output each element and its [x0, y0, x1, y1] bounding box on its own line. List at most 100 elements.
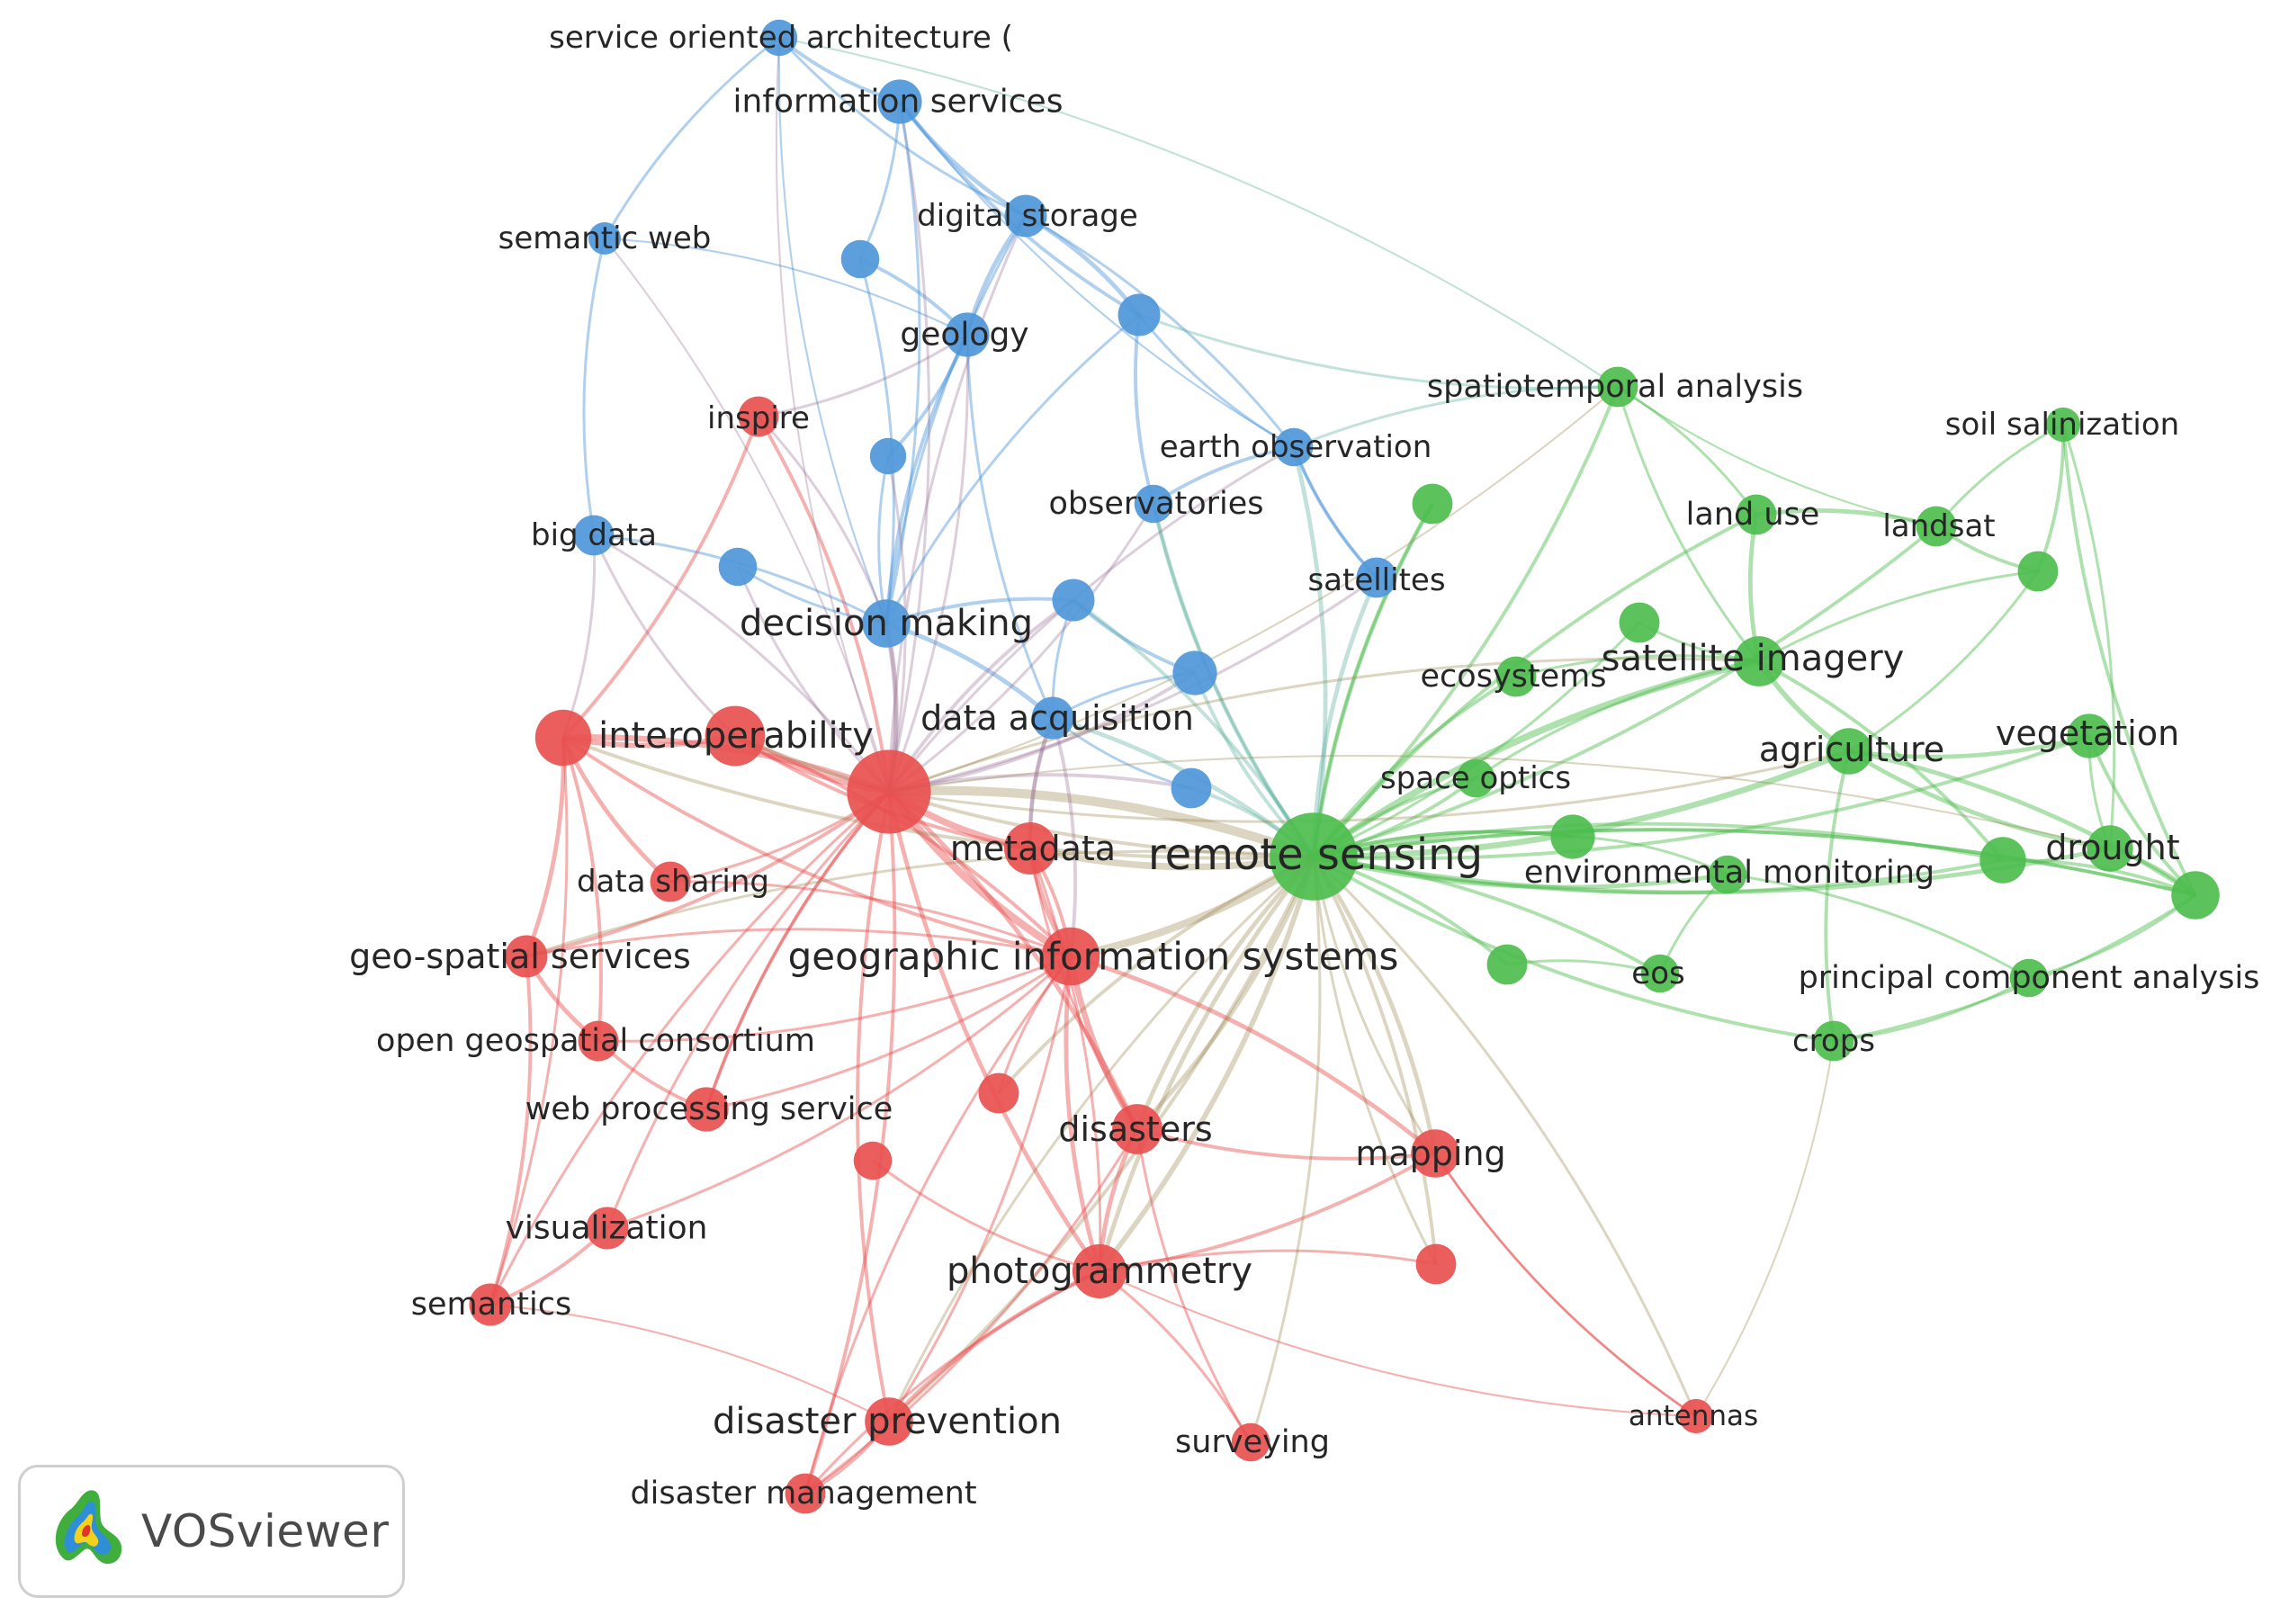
- link: [1099, 1152, 1436, 1273]
- link: [525, 849, 1315, 958]
- node-geo-spatial-services[interactable]: [505, 935, 548, 978]
- node-red-29[interactable]: [853, 1141, 893, 1180]
- node-eos[interactable]: [1640, 954, 1680, 993]
- link: [777, 36, 1027, 218]
- link: [734, 734, 1315, 858]
- label-geographic-information-systems: geographic information systems: [788, 935, 1399, 979]
- node-red-21[interactable]: [847, 749, 931, 834]
- node-red-33[interactable]: [1415, 1243, 1457, 1285]
- link: [1134, 314, 1155, 505]
- node-red-28[interactable]: [978, 1072, 1019, 1114]
- node-surveying[interactable]: [1231, 1422, 1270, 1462]
- link: [997, 855, 1315, 1095]
- node-observatories[interactable]: [1134, 484, 1173, 524]
- node-environmental-monitoring[interactable]: [1708, 855, 1747, 894]
- link: [858, 101, 902, 260]
- node-principal-component-analysis[interactable]: [2009, 958, 2049, 998]
- node-disaster-prevention[interactable]: [865, 1397, 913, 1446]
- label-visualization: visualization: [506, 1210, 708, 1247]
- node-photogrammetry[interactable]: [1072, 1243, 1127, 1299]
- label-drought: drought: [2045, 828, 2179, 867]
- link: [604, 238, 891, 793]
- node-space-optics[interactable]: [1456, 758, 1495, 798]
- label-soil-salinization: soil salinization: [1945, 407, 2179, 443]
- node-mapping[interactable]: [1411, 1129, 1459, 1178]
- node-open-geospatial-consortium[interactable]: [578, 1020, 619, 1062]
- node-semantics[interactable]: [469, 1283, 512, 1326]
- link: [2036, 424, 2066, 572]
- node-land-use[interactable]: [1736, 494, 1777, 535]
- link: [1312, 856, 1438, 1265]
- node-green-58[interactable]: [1486, 944, 1528, 985]
- label-semantic-web: semantic web: [498, 220, 712, 256]
- node-green-45[interactable]: [2017, 551, 2059, 592]
- node-digital-storage[interactable]: [1004, 194, 1047, 238]
- node-data-sharing[interactable]: [650, 861, 691, 902]
- node-blue-17[interactable]: [1171, 767, 1212, 809]
- node-blue-13[interactable]: [1052, 579, 1095, 622]
- node-spatiotemporal-analysis[interactable]: [1597, 366, 1638, 408]
- link: [489, 790, 890, 1305]
- label-observatories: observatories: [1049, 486, 1264, 522]
- node-semantic-web[interactable]: [588, 222, 621, 255]
- node-information-services[interactable]: [877, 79, 922, 124]
- node-green-55[interactable]: [1979, 837, 2026, 884]
- node-inspire[interactable]: [738, 396, 779, 437]
- node-web-processing-service[interactable]: [684, 1087, 729, 1132]
- label-web-processing-service: web processing service: [525, 1091, 893, 1127]
- node-metadata[interactable]: [1004, 822, 1056, 875]
- node-big-data[interactable]: [573, 515, 615, 556]
- link: [669, 880, 1072, 958]
- node-vegetation[interactable]: [2067, 713, 2112, 758]
- node-green-57[interactable]: [2171, 871, 2220, 920]
- link: [1727, 873, 2030, 980]
- node-agriculture[interactable]: [1826, 728, 1872, 775]
- node-blue-7[interactable]: [869, 437, 907, 475]
- node-remote-sensing[interactable]: [1270, 812, 1358, 901]
- link: [489, 1303, 890, 1422]
- node-landsat[interactable]: [1916, 506, 1957, 547]
- node-blue-5[interactable]: [1118, 293, 1161, 336]
- node-earth-observation[interactable]: [1274, 427, 1314, 467]
- node-soil-salinization[interactable]: [2045, 407, 2081, 443]
- node-interoperability[interactable]: [534, 709, 592, 767]
- node-disaster-management[interactable]: [785, 1473, 826, 1514]
- label-metadata: metadata: [950, 829, 1116, 868]
- link: [965, 334, 1055, 719]
- node-blue-11[interactable]: [718, 547, 758, 587]
- node-data-acquisition[interactable]: [1031, 696, 1074, 740]
- node-satellites[interactable]: [1356, 557, 1397, 598]
- node-crops[interactable]: [1813, 1020, 1854, 1062]
- label-antennas: antennas: [1629, 1400, 1758, 1432]
- node-green-46[interactable]: [1619, 602, 1660, 643]
- node-green-42[interactable]: [1412, 483, 1453, 525]
- link: [1072, 598, 1315, 858]
- node-red-20[interactable]: [705, 705, 766, 767]
- node-ecosystems[interactable]: [1495, 656, 1537, 697]
- label-spatiotemporal-analysis: spatiotemporal analysis: [1427, 369, 1803, 405]
- link: [1291, 446, 1328, 857]
- node-green-53[interactable]: [1550, 814, 1595, 859]
- link: [1824, 750, 1851, 1042]
- link: [888, 671, 1197, 794]
- label-crops: crops: [1792, 1023, 1875, 1059]
- node-antennas[interactable]: [1678, 1398, 1714, 1434]
- label-remote-sensing: remote sensing: [1148, 830, 1483, 880]
- node-visualization[interactable]: [586, 1207, 629, 1250]
- node-disasters[interactable]: [1112, 1104, 1162, 1154]
- label-big-data: big data: [531, 517, 657, 553]
- link: [1848, 749, 2197, 897]
- node-geology[interactable]: [945, 312, 990, 357]
- link: [2087, 735, 2197, 897]
- node-blue-15[interactable]: [1172, 650, 1217, 695]
- node-satellite-imagery[interactable]: [1734, 636, 1784, 686]
- node-drought[interactable]: [2087, 825, 2133, 872]
- link: [1758, 570, 2039, 663]
- node-decision-making[interactable]: [862, 599, 911, 648]
- node-blue-4[interactable]: [840, 239, 880, 279]
- link: [884, 334, 969, 624]
- label-mapping: mapping: [1355, 1134, 1505, 1173]
- node-service-oriented-architecture[interactable]: [760, 19, 798, 57]
- node-geographic-information-systems[interactable]: [1041, 927, 1100, 986]
